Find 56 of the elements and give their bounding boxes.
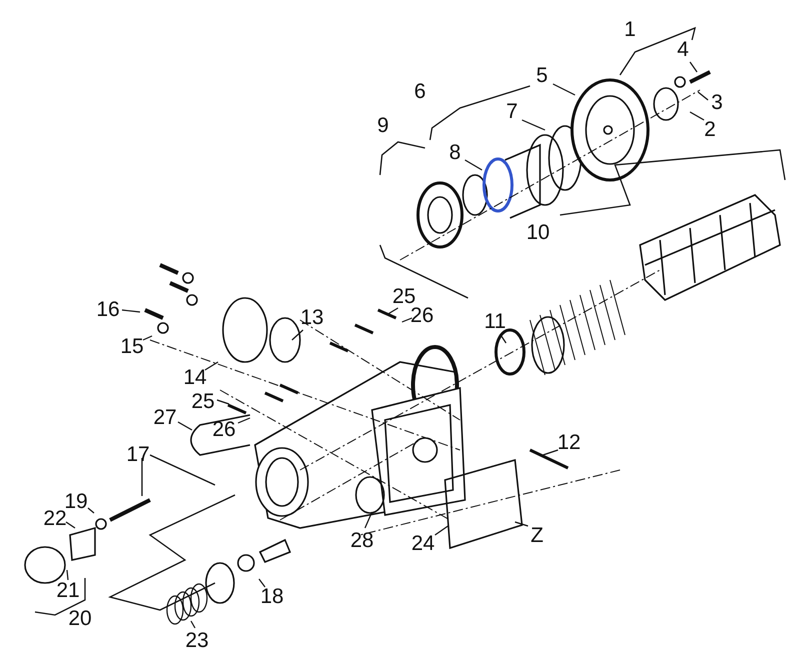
callout-number: 21 <box>56 580 80 602</box>
callout-number: 9 <box>377 115 389 137</box>
leader-line <box>552 83 576 96</box>
callout-number: 27 <box>153 407 177 429</box>
leader-line <box>402 317 412 323</box>
callout-number: 26 <box>410 305 434 327</box>
leader-line <box>238 417 250 424</box>
leader-line <box>690 111 704 121</box>
leader-line <box>258 578 266 588</box>
leader-line <box>388 307 398 315</box>
leader-line <box>190 620 196 628</box>
callout-number: 10 <box>526 222 550 244</box>
callout-number: 1 <box>624 19 636 41</box>
leader-line <box>514 521 528 527</box>
callout-number: 2 <box>704 119 716 141</box>
callout-number: 18 <box>260 586 284 608</box>
leader-line <box>690 62 698 72</box>
callout-number: 14 <box>183 367 207 389</box>
leader-line <box>216 399 230 405</box>
callout-number: 13 <box>300 307 324 329</box>
callout-number: 24 <box>411 533 435 555</box>
callout-number: 17 <box>126 444 150 466</box>
leader-line <box>464 159 482 171</box>
callout-number: 15 <box>120 336 144 358</box>
leader-line <box>540 449 558 457</box>
callout-number: 8 <box>449 142 461 164</box>
leader-line <box>500 334 506 344</box>
leader-line <box>292 330 304 340</box>
leader-line <box>88 508 94 514</box>
leader-line <box>66 522 76 528</box>
callout-number: 28 <box>350 530 374 552</box>
callout-number: 19 <box>64 491 88 513</box>
callout-number: 23 <box>185 630 209 652</box>
leader-line <box>66 570 69 580</box>
leader-line <box>178 421 192 431</box>
callout-number: 3 <box>711 92 723 114</box>
callout-number: 25 <box>392 286 416 308</box>
callout-number: 26 <box>212 419 236 441</box>
callout-number: 6 <box>414 81 426 103</box>
callout-number: 12 <box>557 432 581 454</box>
callout-number: 5 <box>536 65 548 87</box>
callout-number: 7 <box>506 101 518 123</box>
leader-line <box>142 335 152 341</box>
callout-number: Z <box>530 525 544 547</box>
leader-line <box>434 526 448 536</box>
callout-number: 20 <box>68 608 92 630</box>
leader-line <box>122 309 140 313</box>
callout-number: 25 <box>191 391 215 413</box>
leader-line <box>204 361 218 371</box>
leader-line <box>364 512 373 528</box>
callout-number: 11 <box>484 311 506 333</box>
callout-number: 4 <box>677 39 689 61</box>
leader-line <box>522 119 546 131</box>
callout-number: 16 <box>96 299 120 321</box>
callout-number: 22 <box>43 508 67 530</box>
leader-line <box>698 92 708 100</box>
